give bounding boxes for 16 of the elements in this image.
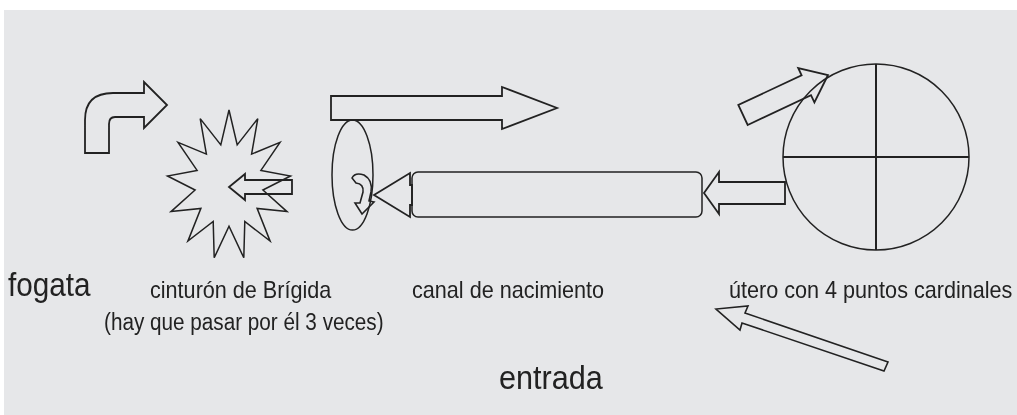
- block-arrow: [330, 85, 560, 131]
- cylinder-shape: [411, 171, 703, 218]
- block-arrow: [372, 171, 413, 219]
- block-arrow: [702, 169, 786, 217]
- caption-text: canal de nacimiento: [412, 276, 605, 304]
- caption-text: fogata: [8, 266, 91, 304]
- caption-text: cinturón de Brígida: [150, 276, 332, 304]
- quartered-circle: [782, 63, 970, 251]
- caption-text: útero con 4 puntos cardinales: [729, 276, 1013, 304]
- caption-text: entrada: [499, 358, 603, 397]
- starburst-shape: [166, 109, 292, 261]
- block-arrow: [737, 66, 830, 127]
- caption-text: (hay que pasar por él 3 veces): [104, 309, 384, 336]
- block-arrow: [227, 172, 293, 202]
- block-arrow: [84, 81, 168, 154]
- ellipse-shape: [331, 119, 374, 231]
